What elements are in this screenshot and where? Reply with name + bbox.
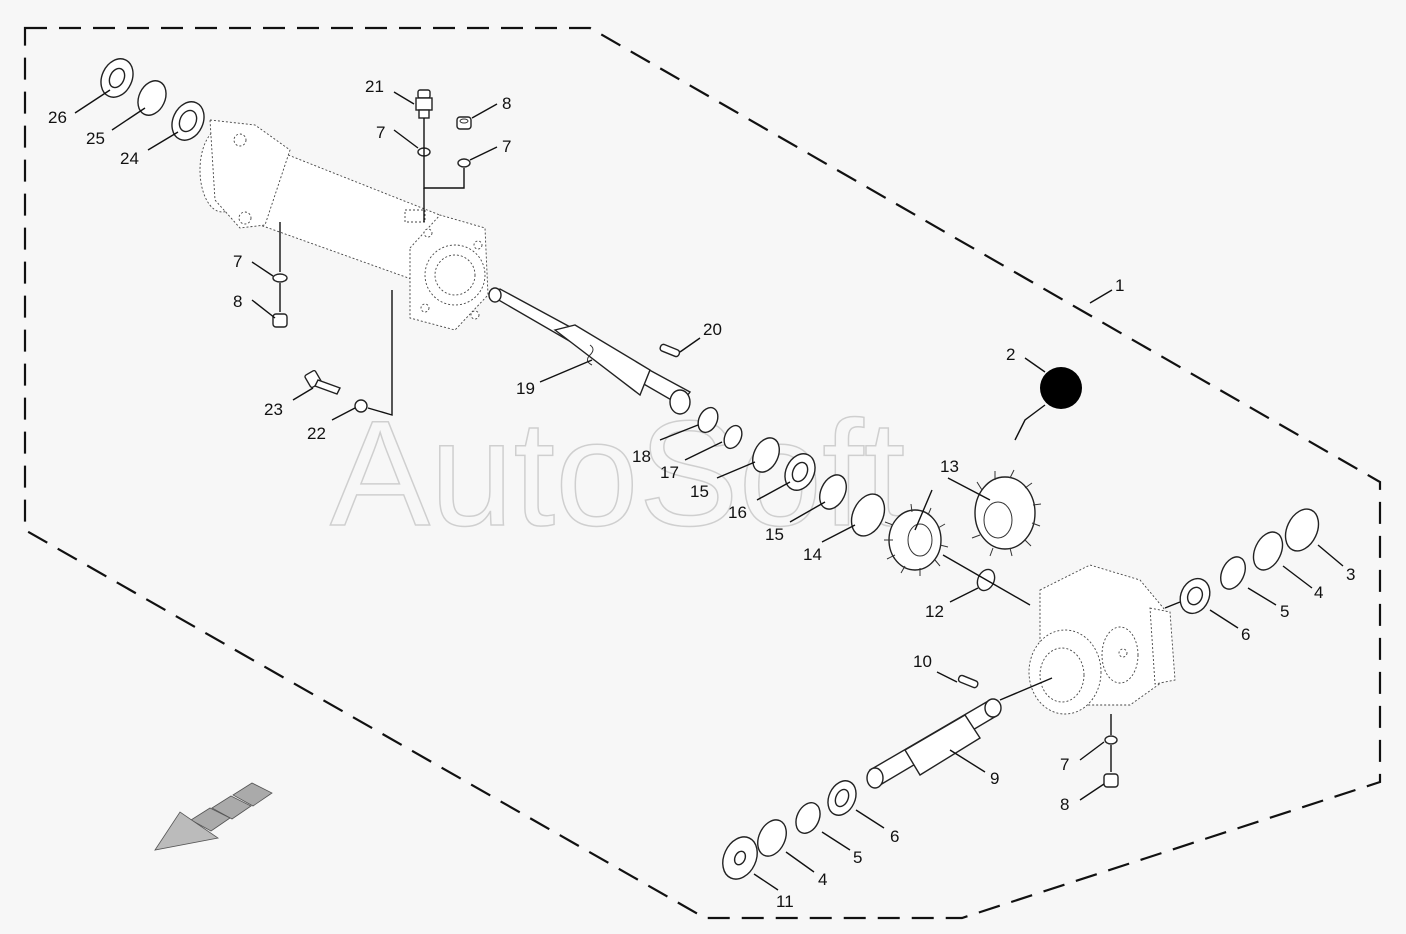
ring-15b[interactable] [815, 471, 852, 514]
ring-5a[interactable] [1216, 553, 1250, 593]
tube-housing[interactable] [199, 119, 489, 331]
snap-ring-14[interactable] [845, 489, 891, 542]
connector-lines-bolt [367, 290, 393, 416]
washer-7d[interactable] [1104, 735, 1118, 745]
washer-22[interactable] [354, 399, 368, 413]
leader-lines [74, 89, 1344, 891]
callout-8b[interactable]: 8 [233, 292, 242, 311]
callout-23[interactable]: 23 [264, 400, 283, 419]
callout-14[interactable]: 14 [803, 545, 822, 564]
shaft-9[interactable] [866, 698, 1002, 789]
washer-7c[interactable] [272, 273, 288, 283]
direction-arrow-icon [154, 782, 273, 851]
watermark: AutoSoft [330, 389, 905, 557]
grease-fitting-21[interactable] [415, 89, 433, 119]
callout-18[interactable]: 18 [632, 447, 651, 466]
callout-11[interactable]: 11 [776, 892, 794, 911]
assembly-boundary [23, 26, 1382, 920]
callout-19[interactable]: 19 [516, 379, 535, 398]
ring-3[interactable] [1279, 504, 1325, 557]
ring-15a[interactable] [748, 434, 785, 477]
snap-ring-4b[interactable] [752, 815, 792, 860]
callout-15b[interactable]: 15 [765, 525, 784, 544]
part-2-disc[interactable] [1040, 367, 1082, 409]
callout-20[interactable]: 20 [703, 320, 722, 339]
callout-6a[interactable]: 6 [1241, 625, 1250, 644]
callout-5a[interactable]: 5 [1280, 602, 1289, 621]
shaft-19[interactable] [488, 287, 692, 415]
ring-18[interactable] [694, 404, 721, 435]
bevel-gear-13a[interactable] [884, 503, 949, 576]
bevel-gear-13b[interactable] [971, 469, 1042, 557]
callout-8c[interactable]: 8 [1060, 795, 1069, 814]
plug-8a[interactable] [456, 116, 472, 130]
callout-7b[interactable]: 7 [502, 137, 511, 156]
callout-9[interactable]: 9 [990, 769, 999, 788]
ring-25[interactable] [133, 76, 172, 120]
gearbox-housing[interactable] [1028, 564, 1176, 715]
ring-17[interactable] [721, 423, 746, 452]
callout-24[interactable]: 24 [120, 149, 139, 168]
callout-7a[interactable]: 7 [376, 123, 385, 142]
callout-4a[interactable]: 4 [1314, 583, 1323, 602]
callout-15a[interactable]: 15 [690, 482, 709, 501]
key-10[interactable] [957, 674, 979, 689]
callout-17[interactable]: 17 [660, 463, 679, 482]
callout-7c[interactable]: 7 [233, 252, 242, 271]
callout-13[interactable]: 13 [940, 457, 959, 476]
connector-lines-top [423, 118, 465, 189]
nut-8c[interactable] [1103, 773, 1119, 788]
callout-6b[interactable]: 6 [890, 827, 899, 846]
callout-2[interactable]: 2 [1006, 345, 1015, 364]
callout-3[interactable]: 3 [1346, 565, 1355, 584]
snap-ring-4a[interactable] [1248, 527, 1288, 574]
ring-5b[interactable] [791, 799, 824, 837]
callout-1[interactable]: 1 [1115, 276, 1124, 295]
callout-8a[interactable]: 8 [502, 94, 511, 113]
callout-22[interactable]: 22 [307, 424, 326, 443]
callout-7d[interactable]: 7 [1060, 755, 1069, 774]
callout-26[interactable]: 26 [48, 108, 67, 127]
key-20[interactable] [659, 343, 681, 358]
callout-4b[interactable]: 4 [818, 870, 827, 889]
nut-8b[interactable] [272, 313, 288, 328]
callout-10[interactable]: 10 [913, 652, 932, 671]
bolt-23[interactable] [304, 369, 341, 395]
callout-5b[interactable]: 5 [853, 848, 862, 867]
callout-25[interactable]: 25 [86, 129, 105, 148]
washer-7b[interactable] [457, 158, 471, 168]
callout-12[interactable]: 12 [925, 602, 944, 621]
callout-21[interactable]: 21 [365, 77, 384, 96]
callout-16[interactable]: 16 [728, 503, 747, 522]
